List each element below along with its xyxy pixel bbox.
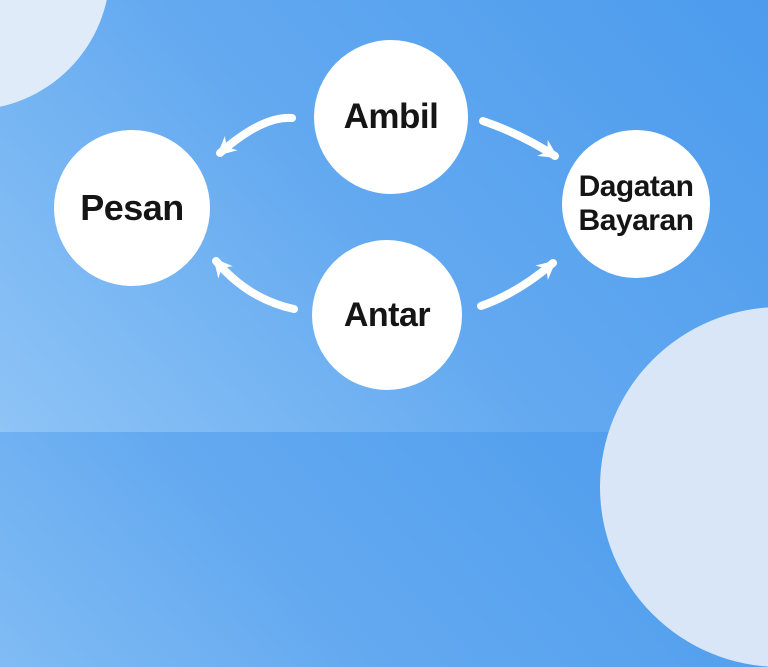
node-pesan: Pesan xyxy=(54,130,210,286)
decorative-circle-bottom-right xyxy=(600,307,768,667)
arrow-ambil-to-pesan xyxy=(216,113,296,157)
node-pesan-label: Pesan xyxy=(80,187,184,228)
node-ambil: Ambil xyxy=(314,40,468,194)
decorative-circle-top-left xyxy=(0,0,110,110)
arrow-antar-to-pesan xyxy=(212,257,298,313)
node-dagatan-bayaran-label: Dagatan Bayaran xyxy=(578,170,694,237)
node-antar-label: Antar xyxy=(343,295,431,334)
node-ambil-label: Ambil xyxy=(343,97,439,136)
arrow-ambil-to-dagatan-bayaran xyxy=(479,117,559,160)
node-antar: Antar xyxy=(312,240,462,390)
arrow-antar-to-dagatan-bayaran xyxy=(477,259,557,310)
node-dagatan-bayaran: Dagatan Bayaran xyxy=(562,130,710,278)
